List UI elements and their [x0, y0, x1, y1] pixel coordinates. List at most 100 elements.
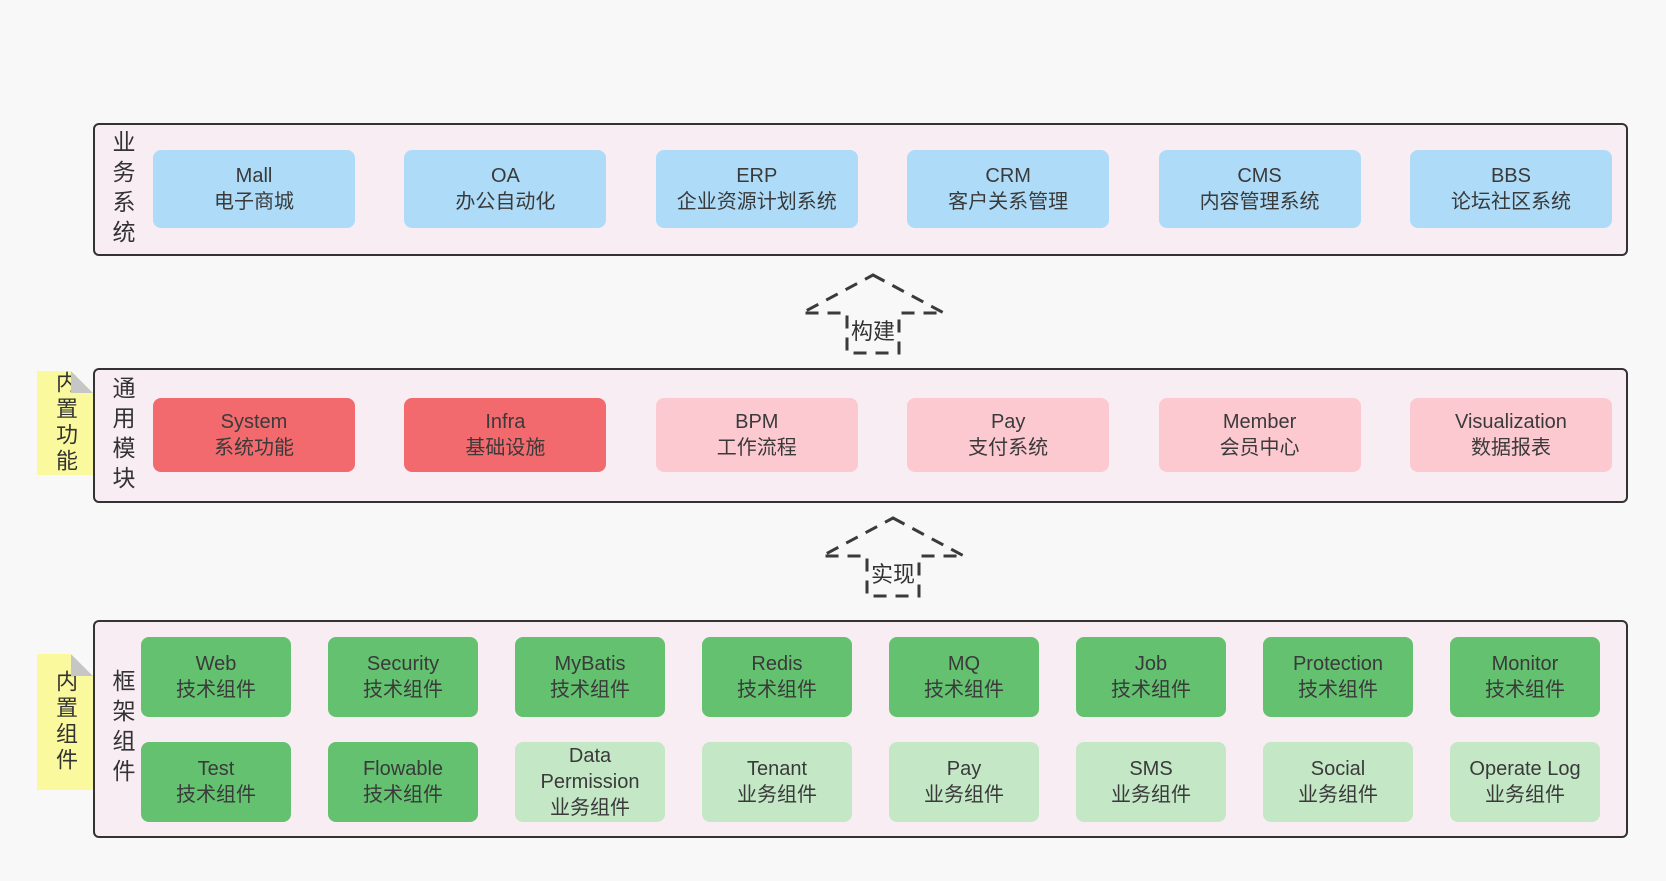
box-tenant: Tenant 业务组件 — [702, 742, 852, 822]
box-infra: Infra 基础设施 — [404, 398, 607, 472]
box-pay: Pay 支付系统 — [907, 398, 1110, 472]
box-subtitle: 业务组件 — [737, 784, 817, 806]
box-title: BPM — [735, 411, 779, 433]
box-title: BBS — [1490, 165, 1531, 187]
box-title: Member — [1222, 411, 1297, 433]
box-subtitle: 会员中心 — [1219, 437, 1300, 459]
box-cms: CMS 内容管理系统 — [1158, 150, 1361, 228]
box-data-permission: Data Permission 业务组件 — [515, 742, 665, 822]
box-subtitle: 技术组件 — [363, 679, 443, 701]
box-mq: MQ 技术组件 — [889, 637, 1039, 717]
box-subtitle: 业务组件 — [550, 797, 630, 819]
box-web: Web 技术组件 — [141, 637, 291, 717]
box-title: Operate Log — [1469, 758, 1581, 780]
box-title: Web — [195, 653, 237, 675]
box-title: Job — [1134, 653, 1168, 675]
box-redis: Redis 技术组件 — [702, 637, 852, 717]
folded-corner-icon — [71, 654, 93, 676]
box-subtitle: 业务组件 — [924, 784, 1004, 806]
box-sms: SMS 业务组件 — [1076, 742, 1226, 822]
box-title: OA — [490, 165, 520, 187]
arrow-label-build: 构建 — [850, 319, 895, 344]
box-operate-log: Operate Log 业务组件 — [1450, 742, 1600, 822]
box-system: System 系统功能 — [153, 398, 355, 472]
band-framework-components: 框架组件 Web 技术组件 Security 技术组件 MyBatis 技术组件… — [93, 620, 1628, 838]
box-mybatis: MyBatis 技术组件 — [515, 637, 665, 717]
box-protection: Protection 技术组件 — [1263, 637, 1413, 717]
box-title: CMS — [1237, 165, 1282, 187]
box-oa: OA 办公自动化 — [404, 150, 607, 228]
band-label-common-modules: 通用模块 — [109, 375, 135, 496]
box-security: Security 技术组件 — [328, 637, 478, 717]
box-subtitle: 技术组件 — [176, 784, 256, 806]
box-title: ERP — [736, 165, 778, 187]
box-title: Redis — [751, 653, 803, 675]
common-modules-row: System 系统功能 Infra 基础设施 BPM 工作流程 Pay 支付系统… — [153, 398, 1612, 472]
box-title: System — [220, 411, 288, 433]
up-arrow-icon — [821, 516, 965, 598]
box-subtitle: 基础设施 — [465, 437, 546, 459]
box-subtitle: 支付系统 — [968, 437, 1049, 459]
box-crm: CRM 客户关系管理 — [907, 150, 1110, 228]
box-title: Mall — [235, 165, 273, 187]
box-flowable: Flowable 技术组件 — [328, 742, 478, 822]
box-title: Infra — [485, 411, 526, 433]
box-title: Tenant — [746, 758, 808, 780]
box-subtitle: 工作流程 — [716, 437, 797, 459]
box-pay-biz: Pay 业务组件 — [889, 742, 1039, 822]
box-title: Flowable — [362, 758, 444, 780]
box-bbs: BBS 论坛社区系统 — [1409, 150, 1612, 228]
sticky-note-built-in-features: 内置功能 — [37, 371, 93, 475]
box-subtitle: 论坛社区系统 — [1450, 191, 1571, 213]
box-subtitle: 电子商城 — [214, 191, 294, 213]
dashed-up-arrow-implement: 实现 — [818, 515, 968, 599]
box-subtitle: 办公自动化 — [455, 191, 556, 213]
band-business-systems: 业务系统 Mall 电子商城 OA 办公自动化 ERP 企业资源计划系统 CRM… — [93, 123, 1628, 256]
box-title: Pay — [946, 758, 982, 780]
box-subtitle: 客户关系管理 — [948, 191, 1069, 213]
box-monitor: Monitor 技术组件 — [1450, 637, 1600, 717]
box-erp: ERP 企业资源计划系统 — [655, 150, 858, 228]
box-subtitle: 技术组件 — [176, 679, 256, 701]
box-title: MQ — [947, 653, 981, 675]
box-member: Member 会员中心 — [1158, 398, 1361, 472]
box-title: Social — [1310, 758, 1366, 780]
box-visualization: Visualization 数据报表 — [1409, 398, 1612, 472]
box-subtitle: 业务组件 — [1485, 784, 1565, 806]
box-title: SMS — [1129, 758, 1173, 780]
box-subtitle: 技术组件 — [1111, 679, 1191, 701]
band-label-framework-components: 框架组件 — [109, 669, 135, 789]
box-subtitle: 技术组件 — [363, 784, 443, 806]
box-subtitle: 技术组件 — [737, 679, 817, 701]
box-test: Test 技术组件 — [141, 742, 291, 822]
framework-components-row-2: Test 技术组件 Flowable 技术组件 Data Permission … — [141, 742, 1600, 822]
box-title: Test — [197, 758, 235, 780]
box-subtitle: 内容管理系统 — [1199, 191, 1320, 213]
box-title: CRM — [985, 165, 1031, 187]
box-title: Pay — [990, 411, 1026, 433]
band-label-business-systems: 业务系统 — [109, 129, 135, 250]
box-title: Data Permission — [540, 745, 640, 793]
box-subtitle: 技术组件 — [1485, 679, 1565, 701]
sticky-note-built-in-components: 内置组件 — [37, 654, 93, 790]
box-subtitle: 企业资源计划系统 — [676, 191, 837, 213]
box-subtitle: 数据报表 — [1470, 437, 1551, 459]
arrow-label-implement: 实现 — [870, 562, 915, 587]
up-arrow-icon — [801, 273, 945, 355]
box-subtitle: 技术组件 — [924, 679, 1004, 701]
box-title: Monitor — [1491, 653, 1559, 675]
box-title: MyBatis — [554, 653, 626, 675]
box-subtitle: 技术组件 — [1298, 679, 1378, 701]
band-common-modules: 通用模块 System 系统功能 Infra 基础设施 BPM 工作流程 Pay… — [93, 368, 1628, 503]
box-subtitle: 业务组件 — [1111, 784, 1191, 806]
box-subtitle: 系统功能 — [214, 437, 294, 459]
box-subtitle: 技术组件 — [550, 679, 630, 701]
box-title: Security — [366, 653, 440, 675]
folded-corner-icon — [71, 371, 93, 393]
box-bpm: BPM 工作流程 — [655, 398, 858, 472]
box-job: Job 技术组件 — [1076, 637, 1226, 717]
box-title: Visualization — [1454, 411, 1567, 433]
box-social: Social 业务组件 — [1263, 742, 1413, 822]
box-title: Protection — [1292, 653, 1384, 675]
